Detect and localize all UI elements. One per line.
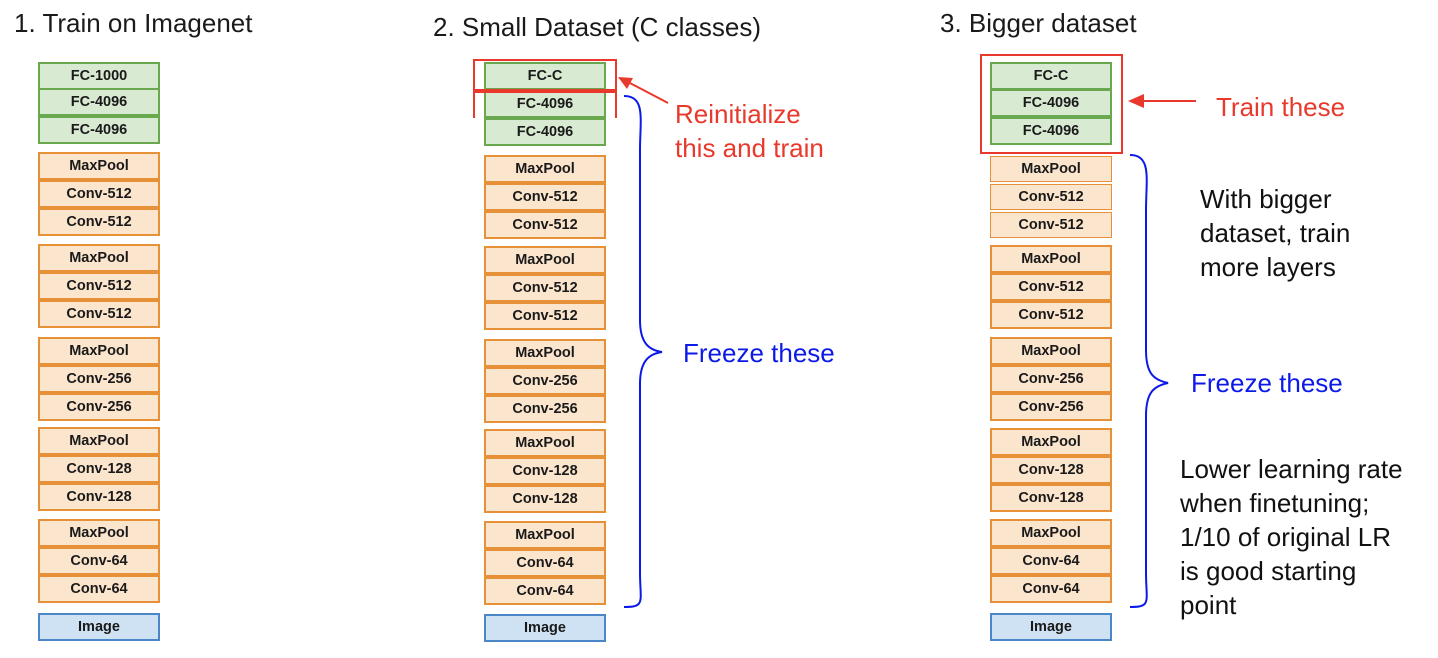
layer-conv-256: Conv-256 bbox=[990, 365, 1112, 393]
layer-conv-512: Conv-512 bbox=[38, 208, 160, 236]
layer-conv-512: Conv-512 bbox=[38, 300, 160, 328]
layer-image: Image bbox=[990, 613, 1112, 641]
layer-conv-256: Conv-256 bbox=[38, 365, 160, 393]
layer-conv-64: Conv-64 bbox=[38, 575, 160, 603]
layer-fc-c: FC-C bbox=[990, 62, 1112, 90]
layer-maxpool: MaxPool bbox=[990, 245, 1112, 273]
layer-fc-4096: FC-4096 bbox=[484, 118, 606, 146]
layer-maxpool: MaxPool bbox=[484, 339, 606, 367]
layer-conv-64: Conv-64 bbox=[38, 547, 160, 575]
layer-fc-4096: FC-4096 bbox=[990, 117, 1112, 145]
freeze-these-label-3: Freeze these bbox=[1191, 368, 1343, 398]
layer-fc-4096: FC-4096 bbox=[38, 88, 160, 116]
freeze-brace-3 bbox=[1129, 154, 1169, 608]
lower-lr-line-4: is good starting bbox=[1180, 556, 1357, 586]
layer-maxpool: MaxPool bbox=[38, 244, 160, 272]
layer-maxpool: MaxPool bbox=[484, 429, 606, 457]
layer-fc-4096: FC-4096 bbox=[38, 116, 160, 144]
train-these-label: Train these bbox=[1216, 92, 1346, 122]
layer-conv-256: Conv-256 bbox=[484, 367, 606, 395]
layer-conv-64: Conv-64 bbox=[484, 577, 606, 605]
layer-conv-64: Conv-64 bbox=[990, 575, 1112, 603]
layer-conv-128: Conv-128 bbox=[38, 483, 160, 511]
column-1-title: 1. Train on Imagenet bbox=[14, 8, 253, 38]
freeze-these-label-2: Freeze these bbox=[683, 338, 835, 368]
layer-conv-64: Conv-64 bbox=[484, 549, 606, 577]
layer-conv-512: Conv-512 bbox=[990, 184, 1112, 210]
reinitialize-line-1: Reinitialize bbox=[675, 99, 801, 129]
layer-fc-c: FC-C bbox=[484, 62, 606, 90]
layer-conv-128: Conv-128 bbox=[484, 457, 606, 485]
layer-image: Image bbox=[484, 614, 606, 642]
layer-fc-4096: FC-4096 bbox=[484, 90, 606, 118]
bigger-line-2: dataset, train bbox=[1200, 218, 1351, 248]
freeze-brace-2 bbox=[623, 95, 663, 608]
layer-conv-256: Conv-256 bbox=[990, 393, 1112, 421]
layer-conv-512: Conv-512 bbox=[38, 272, 160, 300]
layer-maxpool: MaxPool bbox=[38, 152, 160, 180]
layer-maxpool: MaxPool bbox=[38, 427, 160, 455]
lower-lr-note: Lower learning rate when finetuning; 1/1… bbox=[1180, 452, 1403, 622]
layer-conv-128: Conv-128 bbox=[38, 455, 160, 483]
reinit-arrow-icon bbox=[618, 77, 669, 104]
layer-conv-512: Conv-512 bbox=[484, 274, 606, 302]
layer-conv-64: Conv-64 bbox=[990, 547, 1112, 575]
layer-conv-512: Conv-512 bbox=[990, 273, 1112, 301]
layer-maxpool: MaxPool bbox=[38, 519, 160, 547]
layer-conv-512: Conv-512 bbox=[990, 212, 1112, 238]
lower-lr-line-2: when finetuning; bbox=[1180, 488, 1370, 518]
lower-lr-line-5: point bbox=[1180, 590, 1237, 620]
layer-maxpool: MaxPool bbox=[990, 519, 1112, 547]
layer-conv-128: Conv-128 bbox=[990, 484, 1112, 512]
bigger-line-3: more layers bbox=[1200, 252, 1336, 282]
column-2-title: 2. Small Dataset (C classes) bbox=[433, 12, 761, 42]
reinitialize-line-2: this and train bbox=[675, 133, 824, 163]
train-arrow-icon bbox=[1128, 94, 1196, 108]
layer-maxpool: MaxPool bbox=[484, 521, 606, 549]
reinitialize-label: Reinitialize this and train bbox=[675, 97, 824, 165]
layer-conv-512: Conv-512 bbox=[484, 183, 606, 211]
layer-conv-128: Conv-128 bbox=[990, 456, 1112, 484]
lower-lr-line-1: Lower learning rate bbox=[1180, 454, 1403, 484]
layer-maxpool: MaxPool bbox=[484, 155, 606, 183]
layer-maxpool: MaxPool bbox=[990, 156, 1112, 182]
layer-image: Image bbox=[38, 613, 160, 641]
layer-maxpool: MaxPool bbox=[990, 428, 1112, 456]
layer-conv-512: Conv-512 bbox=[484, 211, 606, 239]
layer-fc-1000: FC-1000 bbox=[38, 62, 160, 90]
bigger-line-1: With bigger bbox=[1200, 184, 1332, 214]
layer-conv-256: Conv-256 bbox=[38, 393, 160, 421]
layer-conv-256: Conv-256 bbox=[484, 395, 606, 423]
column-3-title: 3. Bigger dataset bbox=[940, 8, 1137, 38]
layer-conv-512: Conv-512 bbox=[484, 302, 606, 330]
layer-conv-512: Conv-512 bbox=[38, 180, 160, 208]
layer-maxpool: MaxPool bbox=[38, 337, 160, 365]
layer-maxpool: MaxPool bbox=[990, 337, 1112, 365]
layer-conv-128: Conv-128 bbox=[484, 485, 606, 513]
layer-conv-512: Conv-512 bbox=[990, 301, 1112, 329]
layer-maxpool: MaxPool bbox=[484, 246, 606, 274]
bigger-dataset-note: With bigger dataset, train more layers bbox=[1200, 182, 1350, 284]
layer-fc-4096: FC-4096 bbox=[990, 89, 1112, 117]
lower-lr-line-3: 1/10 of original LR bbox=[1180, 522, 1392, 552]
